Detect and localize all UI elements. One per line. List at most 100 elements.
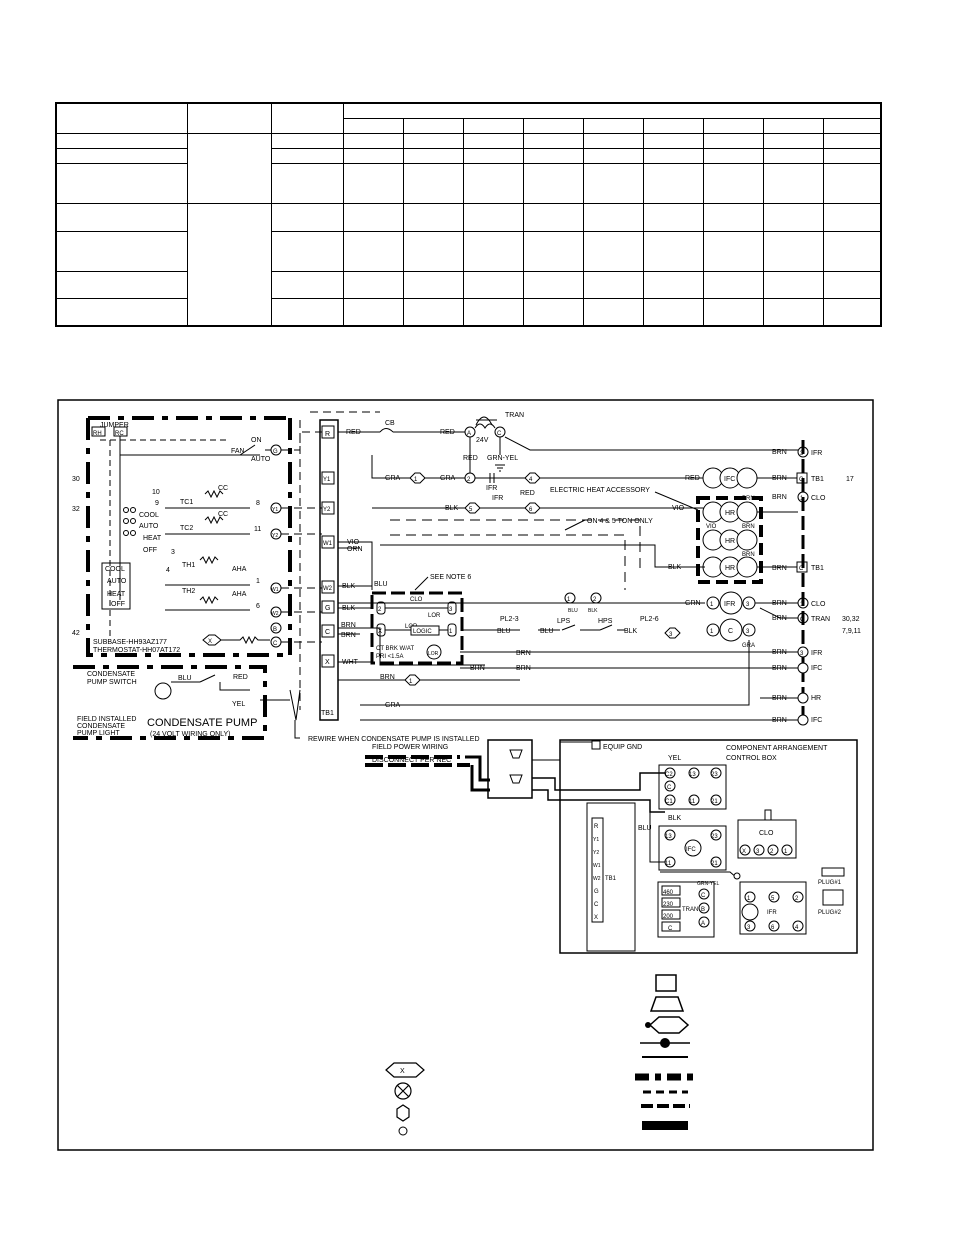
component-arrangement-label: COMPONENT ARRANGEMENT <box>726 745 828 752</box>
ifr-label-2: IFR <box>492 495 503 502</box>
safety-circuit-wires <box>460 629 798 669</box>
legend-terminal-block-symbol <box>655 974 677 992</box>
equip-ground-terminal <box>591 740 601 750</box>
b-terminal-label: B <box>273 627 277 633</box>
rh-terminal <box>91 426 106 437</box>
legend-screw-symbol <box>398 1126 408 1136</box>
table-cell <box>462 298 524 327</box>
grn-yel-ground-wire <box>660 871 738 879</box>
c-1-terminal <box>706 623 720 637</box>
pl26-label: PL2-6 <box>640 616 659 623</box>
yel-wire-label: YEL <box>668 755 681 762</box>
gra-wire-label-3: GRA <box>385 702 401 709</box>
brn-wire-label-5: BRN <box>772 600 787 607</box>
table-cell <box>462 203 524 232</box>
legend-x-terminal-symbol <box>385 1062 425 1078</box>
ifr-3-coil-num: 3 <box>746 602 750 608</box>
tran-label-2: TRAN <box>811 616 830 623</box>
condensate-pump-boundary <box>73 665 267 740</box>
vio-label-inner: VIO <box>706 524 717 530</box>
th1-label: TH1 <box>182 562 195 569</box>
ifc-21-label: 21 <box>711 861 718 867</box>
legend-splice-symbol <box>660 1038 670 1048</box>
tb1-comp-label: TB1 <box>605 876 617 882</box>
lor-label-2: LOR <box>428 613 441 619</box>
tap-460 <box>661 885 681 896</box>
clo-1-pin <box>781 844 793 856</box>
red-wire-label-4: RED <box>685 475 700 482</box>
subbase-label: SUBBASE-HH93AZ177 <box>93 639 167 646</box>
transformer-component-label: TRAN <box>682 907 698 913</box>
note-17: 17 <box>846 476 854 483</box>
brn-wire-label-13: BRN <box>516 665 531 672</box>
off-switch-label: OFF <box>143 547 157 554</box>
clo-x-pin <box>739 844 751 856</box>
tap-c <box>661 921 681 932</box>
ifr-coil <box>719 591 743 615</box>
c-center-label: C <box>667 785 672 791</box>
tran-2-terminal <box>464 472 476 484</box>
aha-label-2: AHA <box>232 591 247 598</box>
clo-component-label: CLO <box>759 830 774 837</box>
clo-label-2: CLO <box>811 601 826 608</box>
brn-wire-label-14: BRN <box>341 622 356 629</box>
jumper-label: JUMPER <box>100 422 129 429</box>
clo-pin-2-num: 2 <box>378 607 382 613</box>
blk-wire-label-3: BLK <box>342 583 356 590</box>
plug-2-label: PLUG#2 <box>818 910 842 916</box>
contact-11-label: 11 <box>254 526 261 533</box>
note-7-9-11: 7,9,11 <box>842 628 861 635</box>
ifr-pin-1-label: 1 <box>747 896 751 902</box>
ifr-pin-4-label: 4 <box>795 925 799 931</box>
hr-coil-f <box>736 556 758 578</box>
table-cell <box>342 270 404 300</box>
legend-light-symbol <box>394 1082 412 1100</box>
vio-wire-label-2: VIO <box>347 539 360 546</box>
table-cell <box>582 298 644 327</box>
plug-3-marker <box>664 627 681 639</box>
tb1-w2-terminal <box>321 580 335 594</box>
plug-2-component <box>822 889 844 906</box>
plug-6-num: 6 <box>529 507 533 513</box>
table-cell <box>55 270 188 300</box>
tran-a-pin-label: A <box>701 921 705 927</box>
brn-wire-label-2: BRN <box>772 475 787 482</box>
plug-1-marker <box>409 472 426 484</box>
tc1-label: TC1 <box>180 499 193 506</box>
plug-6-marker <box>524 502 541 514</box>
cc-label-2: CC <box>218 511 228 518</box>
cb-label: CB <box>385 420 395 427</box>
contactor-c-block <box>658 764 727 810</box>
ifr-component <box>739 881 807 935</box>
tran-c-pin <box>698 888 710 900</box>
fipl-label-2: CONDENSATE <box>77 723 125 730</box>
switch-contact <box>123 530 129 536</box>
grn-wire-label: GRN <box>685 600 701 607</box>
rewire-leader <box>294 720 300 739</box>
table-cell <box>402 298 464 327</box>
legend-light-cross <box>396 1084 410 1098</box>
c-11-terminal <box>688 794 700 806</box>
tb1-comp-c: C <box>594 902 599 908</box>
table-cell <box>270 203 344 232</box>
contactor-terminal-box <box>487 739 533 799</box>
tb1-g-label: G <box>325 605 330 612</box>
table-cell <box>186 203 272 327</box>
ifc-relay-coil-b <box>736 467 758 489</box>
pump-red-wire-label: RED <box>233 674 248 681</box>
ifc-coil-label: IFC <box>724 476 735 483</box>
tb1-block-label: TB1 <box>811 476 824 483</box>
c-13-label: 13 <box>689 772 696 778</box>
vio-orn-wires <box>338 541 705 590</box>
table-header-cell <box>270 102 344 134</box>
ifc-23-label: 23 <box>711 834 718 840</box>
tb1-label: TB1 <box>321 710 334 717</box>
ifr-coil-label: IFR <box>724 601 735 608</box>
control-box-label: CONTROL BOX <box>726 755 777 762</box>
blu-wire-label-1: BLU <box>374 581 388 588</box>
contact-6-label: 6 <box>256 603 260 610</box>
y2-terminal-label: Y2 <box>272 533 278 539</box>
blk-wire-label-2: BLK <box>668 564 682 571</box>
tb1-c-terminal <box>321 624 335 638</box>
c-11-label: 11 <box>689 799 696 805</box>
